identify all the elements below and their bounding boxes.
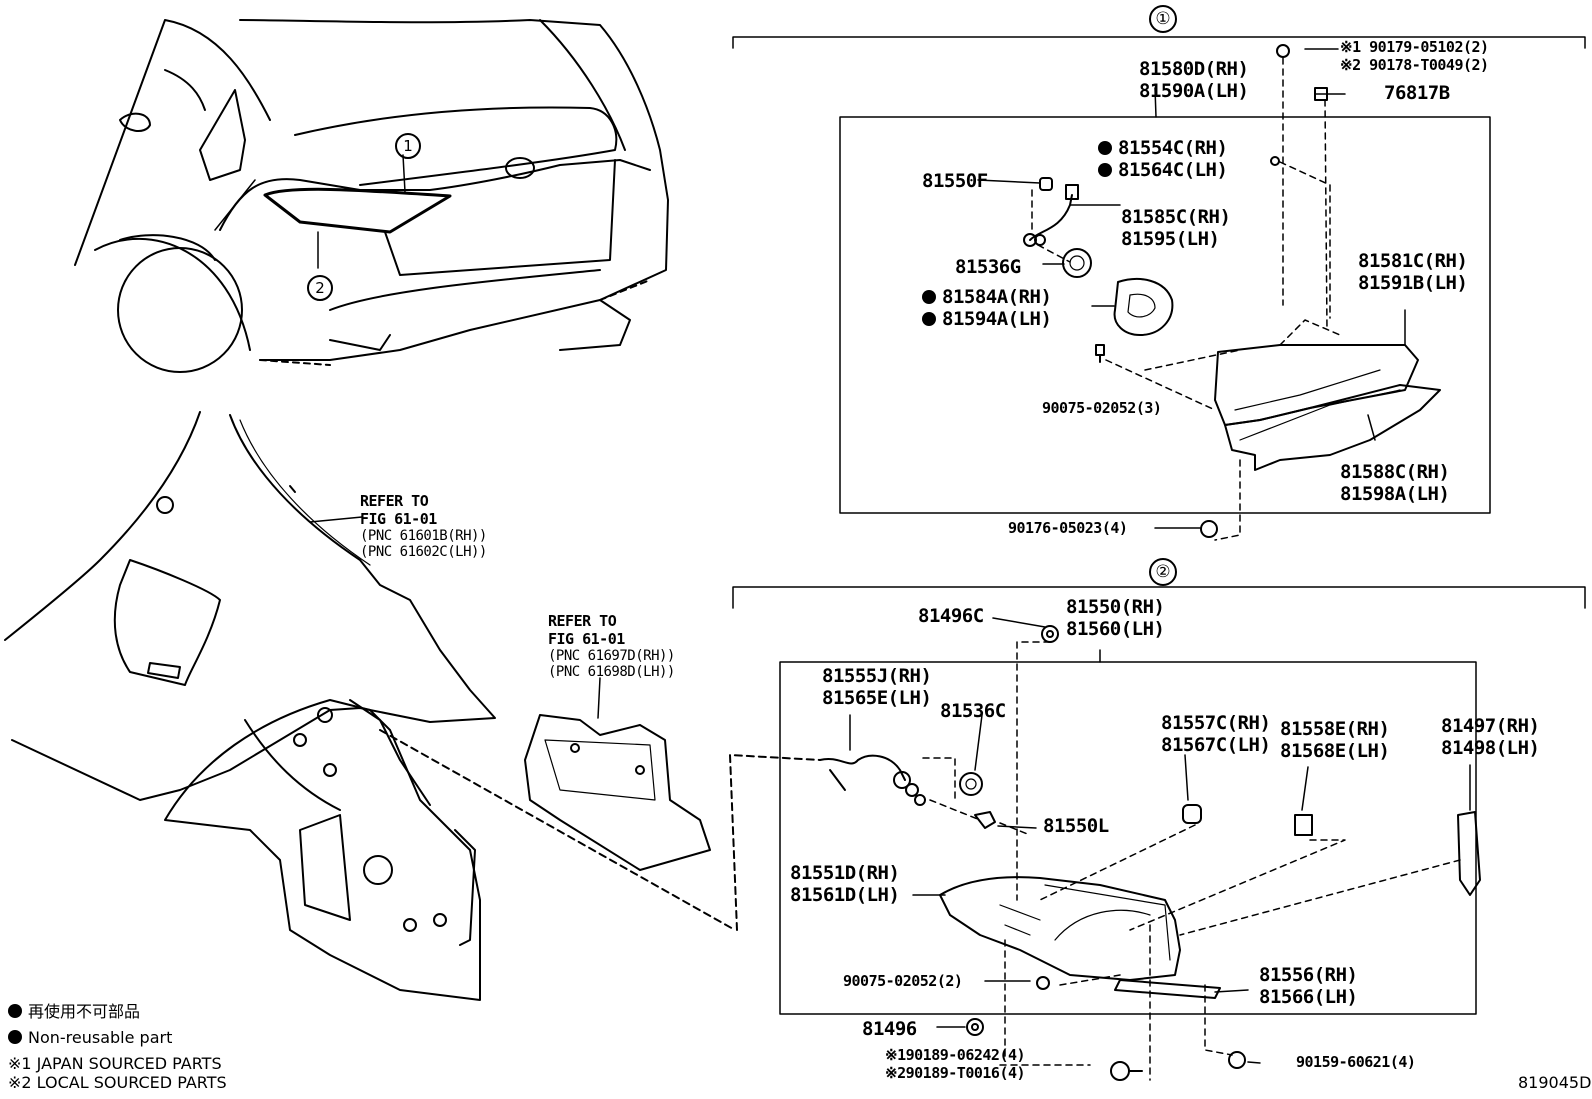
part-81580: 81580D(RH)81590A(LH) (1139, 58, 1249, 102)
legend-nonreusable-jp: 再使用不可部品 (8, 1002, 140, 1022)
part-notes-group1: ※1 90179-05102(2)※2 90178-T0049(2) (1340, 38, 1489, 74)
part-90075-g1: 90075-02052(3) (1042, 399, 1162, 417)
legend-dot (8, 1030, 22, 1044)
car-marker-1: 1 (395, 133, 421, 159)
group2-frame (732, 586, 1586, 1015)
part-81550f: 81550F (922, 170, 988, 192)
part-81551: 81551D(RH)81561D(LH) (790, 862, 900, 906)
part-90159: 90159-60621(4) (1296, 1053, 1416, 1071)
car-rear-illustration (74, 19, 669, 373)
part-81550: 81550(RH)81560(LH) (1066, 596, 1165, 640)
part-81555: 81555J(RH)81565E(LH) (822, 665, 932, 709)
part-81550l: 81550L (1043, 815, 1109, 837)
part-76817: 76817B (1384, 82, 1450, 104)
part-90176: 90176-05023(4) (1008, 519, 1128, 537)
legend-dot (8, 1004, 22, 1018)
legend-japan-sourced: ※1 JAPAN SOURCED PARTS (8, 1054, 222, 1073)
non-reusable-dot (922, 312, 936, 326)
legend-local-sourced: ※2 LOCAL SOURCED PARTS (8, 1073, 227, 1092)
non-reusable-dot (922, 290, 936, 304)
group2-marker: ② (1149, 558, 1177, 586)
part-81585: 81585C(RH)81595(LH) (1121, 206, 1231, 250)
part-90075-g2: 90075-02052(2) (843, 972, 963, 990)
inner-bracket-illustration (524, 677, 711, 871)
part-81496: 81496 (862, 1018, 917, 1040)
non-reusable-dot (1098, 163, 1112, 177)
legend-nonreusable-en: Non-reusable part (8, 1028, 172, 1048)
part-81497: 81497(RH)81498(LH) (1441, 715, 1540, 759)
part-81588: 81588C(RH)81598A(LH) (1340, 461, 1450, 505)
group1-marker: ① (1149, 5, 1177, 33)
group1-frame (732, 36, 1586, 514)
part-81536g: 81536G (955, 256, 1021, 278)
quarter-panel-illustration (4, 411, 821, 1001)
car-marker-2: 2 (307, 275, 333, 301)
part-81536c: 81536C (940, 700, 1006, 722)
part-81558: 81558E(RH)81568E(LH) (1280, 718, 1390, 762)
part-81496c: 81496C (918, 605, 984, 627)
part-81581: 81581C(RH)81591B(LH) (1358, 250, 1468, 294)
part-notes-group2: ※190189-06242(4)※290189-T0016(4) (885, 1046, 1026, 1082)
group1-parts (977, 44, 1441, 541)
figure-id: 819045D (1518, 1073, 1592, 1092)
refer1-leader (309, 516, 363, 523)
group2-parts (819, 617, 1481, 1081)
non-reusable-dot (1098, 141, 1112, 155)
part-81554: 81554C(RH) 81564C(LH) (1098, 137, 1228, 181)
part-81556: 81556(RH)81566(LH) (1259, 964, 1358, 1008)
part-81557: 81557C(RH)81567C(LH) (1161, 712, 1271, 756)
part-81584: 81584A(RH) 81594A(LH) (922, 286, 1052, 330)
